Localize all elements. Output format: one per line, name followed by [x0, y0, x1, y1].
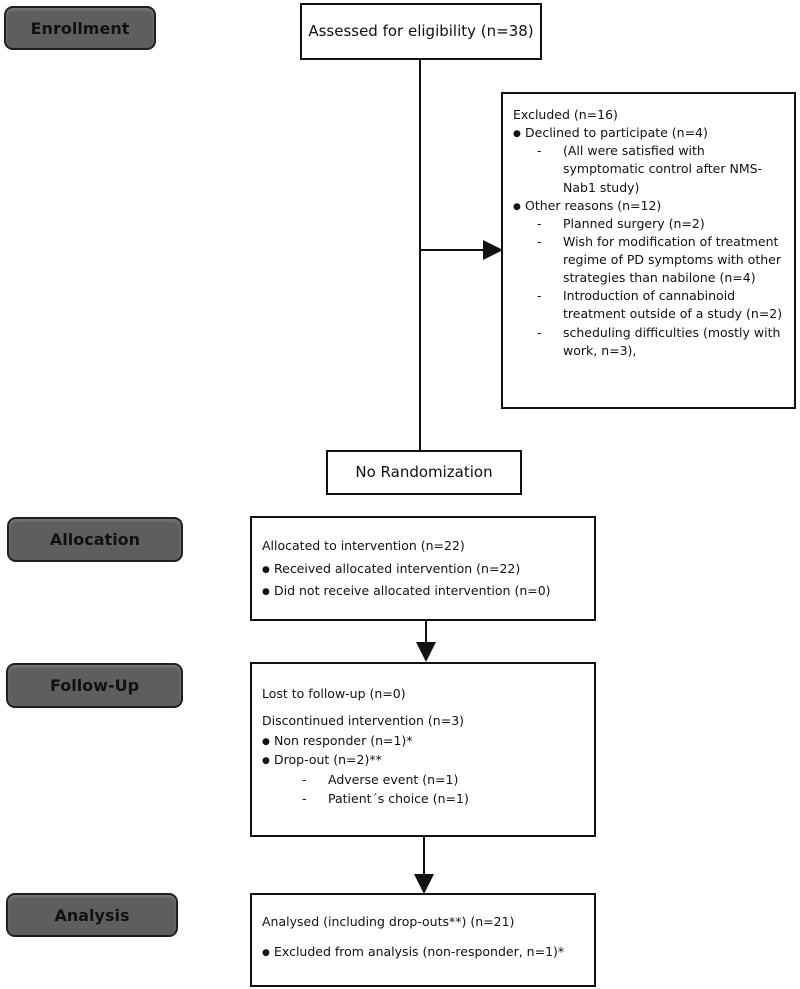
stage-analysis: Analysis [6, 893, 178, 937]
followup-discontinued: Discontinued intervention (n=3) [262, 713, 465, 729]
reason-item: -Introduction of cannabinoid treatment o… [537, 288, 783, 322]
followup-non-responder: Non responder (n=1)* [262, 731, 586, 750]
allocation-box: Allocated to intervention (n=22) Receive… [250, 516, 596, 621]
analysis-box: Analysed (including drop-outs**) (n=21) … [250, 893, 596, 987]
assessed-text: Assessed for eligibility (n=38) [308, 21, 534, 40]
assessed-box: Assessed for eligibility (n=38) [300, 3, 542, 60]
excluded-title: Excluded (n=16) [513, 107, 618, 122]
stage-enrollment-label: Enrollment [30, 18, 130, 38]
excluded-declined-note-item: - (All were satisfied with symptomatic c… [513, 142, 786, 196]
stage-analysis-label: Analysis [54, 905, 130, 925]
stage-allocation: Allocation [7, 517, 183, 562]
followup-box: Lost to follow-up (n=0) Discontinued int… [250, 662, 596, 837]
excluded-declined: Declined to participate (n=4) [513, 124, 786, 142]
stage-allocation-label: Allocation [49, 530, 141, 549]
analysis-excluded: Excluded from analysis (non-responder, n… [262, 943, 586, 961]
stage-followup: Follow-Up [6, 663, 183, 708]
no-randomization-box: No Randomization [326, 450, 522, 495]
stage-enrollment: Enrollment [4, 6, 156, 50]
followup-dropout: Drop-out (n=2)** [262, 750, 586, 769]
excluded-other: Other reasons (n=12) [513, 197, 786, 215]
allocation-title: Allocated to intervention (n=22) [262, 538, 465, 553]
no-randomization-text: No Randomization [355, 462, 493, 481]
reason-item: -scheduling difficulties (mostly with wo… [537, 324, 781, 358]
dropout-reason-item: -Patient´s choice (n=1) [302, 790, 469, 806]
allocation-not-received: Did not receive allocated intervention (… [262, 580, 586, 603]
stage-followup-label: Follow-Up [49, 676, 140, 695]
dropout-reason-item: -Adverse event (n=1) [302, 771, 459, 787]
excluded-box: Excluded (n=16) Declined to participate … [501, 92, 796, 409]
excluded-declined-note: (All were satisfied with symptomatic con… [563, 143, 763, 195]
reason-item: -Planned surgery (n=2) [537, 215, 705, 231]
reason-item: -Wish for modification of treatment regi… [537, 233, 781, 286]
allocation-received: Received allocated intervention (n=22) [262, 558, 586, 581]
followup-lost: Lost to follow-up (n=0) [262, 686, 406, 701]
analysis-title: Analysed (including drop-outs**) (n=21) [262, 914, 515, 929]
